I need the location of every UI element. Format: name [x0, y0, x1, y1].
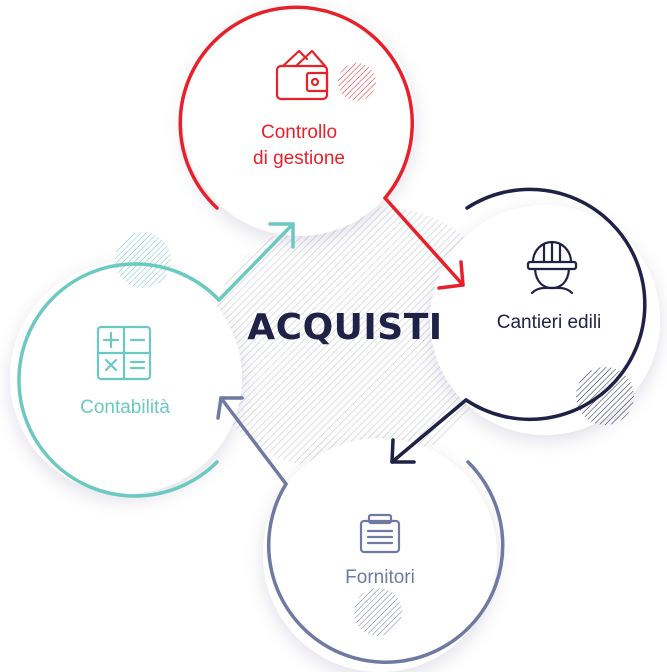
- arc-contabilita: [17, 262, 221, 498]
- center-title: ACQUISTI: [247, 307, 443, 348]
- contabilita-label: Contabilità: [80, 397, 170, 418]
- controllo-label-line1: Controllo: [260, 122, 338, 143]
- arrow-to-controllo: [217, 222, 295, 302]
- clipboard-icon: [359, 513, 401, 554]
- fornitori-label: Fornitori: [345, 567, 415, 588]
- calculator-icon: [96, 325, 152, 381]
- circle-fills: [10, 4, 660, 672]
- arc-fornitori: [266, 460, 505, 664]
- hatch-dot-contabilita: [115, 232, 171, 288]
- worker-helmet-icon: [526, 240, 578, 295]
- arc-controllo: [178, 5, 414, 210]
- wallet-icon: [275, 49, 329, 101]
- controllo-label-line2: di gestione: [253, 148, 345, 169]
- arrow-to-fornitori: [390, 398, 468, 464]
- center-hatch-shape: [208, 206, 501, 470]
- arc-cantieri: [464, 187, 647, 422]
- cantieri-label: Cantieri edili: [496, 312, 602, 333]
- arrow-to-cantieri: [383, 196, 465, 290]
- hatch-dot-controllo: [338, 63, 376, 101]
- arrow-to-contabilita: [216, 396, 288, 486]
- hatch-dot-fornitori: [354, 588, 402, 636]
- hatch-dot-cantieri: [576, 367, 634, 425]
